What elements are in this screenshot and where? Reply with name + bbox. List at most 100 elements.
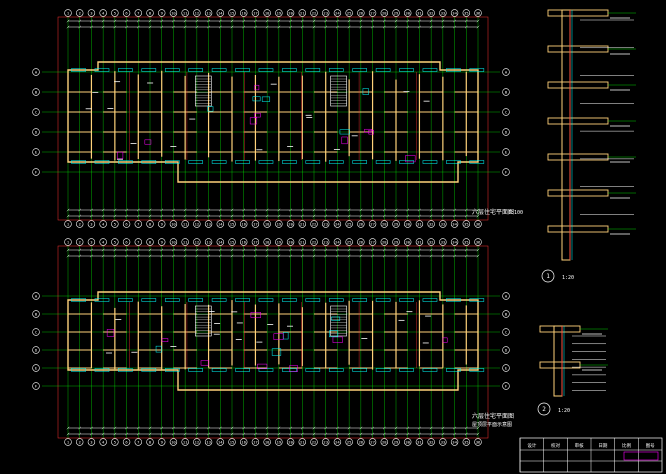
- plan-top-window: [188, 160, 203, 164]
- plan-top-window: [141, 68, 157, 72]
- plan-bottom-window: [328, 368, 344, 372]
- plan-bottom-stair-core: [195, 305, 212, 337]
- plan-top-window: [118, 68, 133, 72]
- plan-bottom-col-mark-bottom-circle: [64, 438, 72, 446]
- plan-bottom-window: [258, 298, 274, 302]
- plan-bottom-col-mark-top-circle: [240, 238, 248, 246]
- plan-top-col-mark-bottom-label: 16: [241, 222, 246, 227]
- plan-top-col-mark-bottom-label: 13: [206, 222, 211, 227]
- plan-top-col-mark-top-circle: [251, 9, 260, 17]
- plan-bottom-col-mark-bottom-label: 15: [230, 440, 235, 445]
- plan-top-window: [282, 160, 297, 164]
- plan-bottom-col-mark-bottom-circle: [87, 438, 96, 446]
- plan-bottom-window: [141, 298, 157, 302]
- plan-top-col-mark-top-circle: [169, 9, 178, 17]
- plan-top-col-mark-top-circle: [204, 9, 213, 17]
- plan-bottom-col-mark-top-circle: [158, 238, 166, 246]
- plan-bottom-col-mark-bottom-label: 3: [90, 440, 92, 445]
- plan-top-col-mark-top-label: 11: [183, 11, 188, 16]
- plan-bottom-col-mark-bottom-label: 29: [394, 440, 399, 445]
- plan-bottom-row-mark-left-circle: [32, 328, 40, 336]
- plan-top-window: [235, 160, 250, 164]
- plan-top-col-mark-top-circle: [322, 9, 330, 17]
- plan-top-col-mark-top-label: 16: [241, 11, 246, 16]
- plan-top-row-mark-left-label: C: [35, 110, 37, 115]
- plan-top-row-mark-left-circle: [32, 68, 40, 76]
- plan-top-col-mark-top-circle: [181, 9, 189, 17]
- plan-bottom-col-mark-bottom-label: 30: [405, 440, 410, 445]
- plan-bottom-row-mark-left-circle: [32, 310, 40, 318]
- plan-top-col-mark-bottom-circle: [333, 220, 342, 228]
- plan-top-col-mark-bottom-circle: [439, 220, 447, 228]
- plan-top-col-mark-bottom-circle: [111, 220, 119, 228]
- plan-top-col-mark-top-circle: [357, 9, 365, 17]
- plan-bottom-col-mark-top-label: 35: [464, 240, 469, 245]
- plan-bottom-col-mark-bottom-label: 23: [323, 440, 328, 445]
- plan-bottom-window: [375, 298, 391, 302]
- plan-bottom-col-mark-top-circle: [357, 238, 365, 246]
- plan-top-col-mark-top-label: 20: [288, 11, 293, 16]
- plan-bottom-exterior-wall: [67, 291, 479, 391]
- plan-bottom-col-mark-bottom-label: 1: [67, 440, 70, 445]
- plan-top-window: [305, 160, 321, 164]
- plan-bottom-col-mark-bottom-circle: [427, 438, 435, 446]
- plan-bottom-window: [118, 298, 133, 302]
- plan-bottom-col-mark-bottom-circle: [181, 438, 189, 446]
- plan-bottom-col-mark-bottom-circle: [392, 438, 400, 446]
- plan-top-window: [211, 68, 227, 72]
- plan-bottom-col-mark-bottom-circle: [76, 438, 84, 446]
- plan-bottom-fixture: [289, 365, 298, 372]
- plan-bottom-col-mark-top-circle: [111, 238, 119, 246]
- plan-bottom-col-mark-bottom-circle: [99, 438, 107, 446]
- plan-top-fixture: [341, 136, 348, 145]
- plan-bottom-window: [399, 368, 414, 372]
- plan-bottom-col-mark-top-circle: [122, 238, 131, 246]
- detail-2-scale: 1:20: [558, 408, 570, 414]
- plan-bottom-col-mark-bottom-label: 33: [441, 440, 446, 445]
- plan-bottom-window: [258, 368, 274, 372]
- plan-top-col-mark-bottom-circle: [427, 220, 435, 228]
- plan-top-col-mark-top-circle: [122, 9, 131, 17]
- plan-bottom-window: [305, 368, 321, 372]
- plan-bottom-window: [188, 298, 203, 302]
- plan-top-window: [235, 68, 250, 72]
- plan-top-col-mark-bottom-circle: [99, 220, 107, 228]
- plan-bottom-col-mark-bottom-label: 25: [347, 440, 352, 445]
- plan-top-col-mark-bottom-circle: [169, 220, 178, 228]
- plan-top-fixture: [254, 84, 260, 91]
- plan-top-col-mark-bottom-circle: [158, 220, 166, 228]
- plan-top-fixture: [362, 88, 369, 95]
- detail-1-circle: [541, 269, 555, 283]
- detail-2-number: 2: [542, 406, 546, 413]
- plan-top-col-mark-top-circle: [380, 9, 388, 17]
- plan-bottom-window: [446, 368, 461, 372]
- plan-top-row-mark-left-label: E: [35, 150, 38, 155]
- plan-top-col-mark-top-label: 8: [149, 11, 152, 16]
- plan-bottom-fixture: [331, 316, 341, 321]
- plan-top-col-mark-top-label: 14: [218, 11, 223, 16]
- plan-top-window: [282, 68, 297, 72]
- plan-bottom-col-mark-bottom-circle: [251, 438, 260, 446]
- plan-top-window: [141, 160, 157, 164]
- plan-bottom-window: [211, 298, 227, 302]
- plan-bottom-col-mark-top-circle: [99, 238, 107, 246]
- plan-bottom-window: [422, 298, 438, 302]
- plan-top-window: [164, 68, 180, 72]
- plan-top-col-mark-bottom-label: 32: [429, 222, 434, 227]
- plan-bottom-col-mark-top-circle: [134, 238, 142, 246]
- plan-top-col-mark-top-circle: [240, 9, 248, 17]
- plan-top-stair-core: [195, 75, 212, 107]
- plan-top-col-mark-top-label: 10: [171, 11, 176, 16]
- plan-bottom-window: [469, 298, 485, 302]
- plan-top-col-mark-top-circle: [134, 9, 142, 17]
- title-block-stamp: [623, 451, 659, 461]
- plan-bottom-col-mark-bottom-label: 22: [312, 440, 317, 445]
- plan-bottom-col-mark-top-label: 20: [288, 240, 293, 245]
- plan-bottom-col-mark-top-label: 27: [370, 240, 375, 245]
- wall-section-detail-1: [541, 9, 636, 283]
- plan-top-col-mark-top-label: 18: [265, 11, 270, 16]
- plan-top-col-mark-top-label: 34: [452, 11, 457, 16]
- plan-top-col-mark-bottom-label: 26: [359, 222, 364, 227]
- plan-top-row-mark-right-label: E: [505, 150, 508, 155]
- plan-bottom-col-mark-top-circle: [368, 238, 377, 246]
